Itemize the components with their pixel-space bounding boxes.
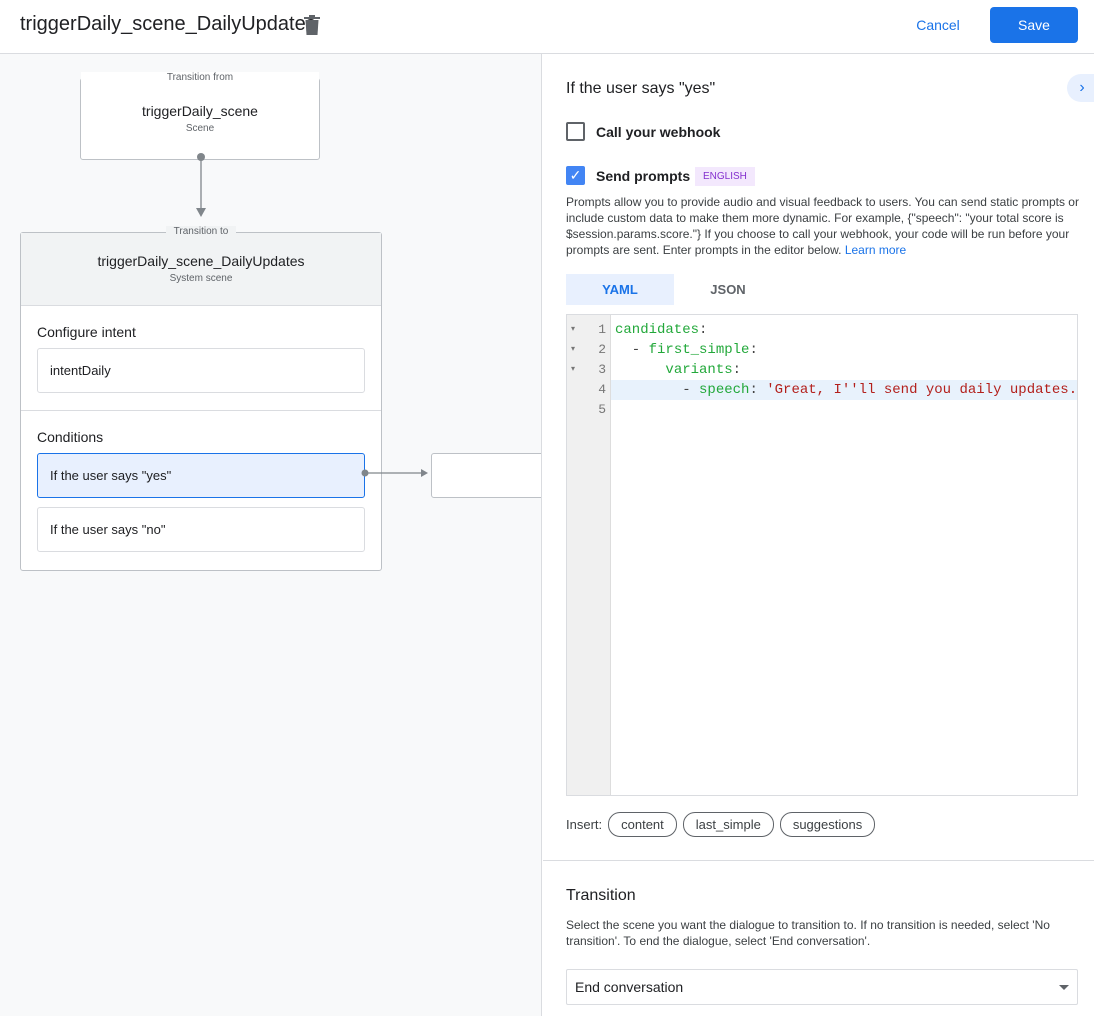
code-line xyxy=(611,400,1077,420)
code-rest: : xyxy=(749,342,758,358)
fold-icon[interactable]: ▾ xyxy=(571,325,576,334)
from-scene-subtitle: Scene xyxy=(185,123,215,134)
insert-label: Insert: xyxy=(566,817,603,832)
transition-description: Select the scene you want the dialogue t… xyxy=(566,918,1050,948)
transition-title: Transition xyxy=(566,887,636,904)
code-indent: - xyxy=(615,382,700,398)
chevron-right-icon: › xyxy=(1079,79,1085,96)
dropdown-arrow-icon xyxy=(1059,984,1069,990)
code-str: 'Great, I''ll send you daily updates. xyxy=(766,382,1078,398)
to-scene-title: triggerDaily_scene_DailyUpdates xyxy=(97,253,305,269)
code-key: speech xyxy=(699,382,750,398)
code-key: candidates xyxy=(615,322,700,338)
code-indent: - xyxy=(615,342,649,358)
code-line: candidates: xyxy=(611,320,1077,340)
cancel-button[interactable]: Cancel xyxy=(904,8,972,42)
condition-yes[interactable]: If the user says "yes" xyxy=(37,453,365,498)
line-number-text: 2 xyxy=(598,342,606,357)
condition-no[interactable]: If the user says "no" xyxy=(37,507,365,552)
code-key: variants xyxy=(665,362,733,378)
learn-more-link[interactable]: Learn more xyxy=(844,243,907,257)
transition-from-legend: Transition from xyxy=(158,72,242,83)
code-rest: : xyxy=(749,382,767,398)
condition-panel: › If the user says "yes" Call your webho… xyxy=(543,54,1094,1016)
send-prompts-checkbox[interactable]: ✓ xyxy=(566,166,585,185)
insert-chip-suggestions[interactable]: suggestions xyxy=(779,812,876,837)
transition-to-legend: Transition to xyxy=(165,226,237,237)
code-line: - first_simple: xyxy=(611,340,1077,360)
webhook-label: Call your webhook xyxy=(596,124,721,140)
transition-from-node[interactable]: Transition from triggerDaily_scene Scene xyxy=(80,72,320,160)
transition-arrow xyxy=(196,153,206,217)
line-number-text: 3 xyxy=(598,362,606,377)
trash-icon[interactable] xyxy=(304,15,320,35)
line-number-text: 4 xyxy=(598,382,606,397)
description-text: Prompts allow you to provide audio and v… xyxy=(566,195,1079,257)
line-number-text: 5 xyxy=(598,402,606,417)
check-icon: ✓ xyxy=(569,167,582,183)
code-line: variants: xyxy=(611,360,1077,380)
code-lines: candidates: - first_simple: variants: - … xyxy=(611,320,1077,420)
save-button[interactable]: Save xyxy=(990,7,1078,43)
from-scene-title: triggerDaily_scene xyxy=(142,103,258,119)
transition-to-node: Transition to triggerDaily_scene_DailyUp… xyxy=(20,226,382,571)
send-prompts-label: Send prompts xyxy=(596,168,691,184)
line-number: 4 xyxy=(567,380,610,400)
code-line: - speech: 'Great, I''ll send you daily u… xyxy=(611,380,1077,400)
tab-json[interactable]: JSON xyxy=(710,282,746,297)
line-number: ▾2 xyxy=(567,340,610,360)
target-scene-node[interactable] xyxy=(431,453,541,498)
prompts-description: Prompts allow you to provide audio and v… xyxy=(566,194,1081,258)
fold-icon[interactable]: ▾ xyxy=(571,365,576,374)
divider xyxy=(21,410,381,411)
insert-row: Insert: content last_simple suggestions xyxy=(566,812,876,837)
transition-select[interactable]: End conversation xyxy=(566,969,1078,1005)
line-number: ▾1 xyxy=(567,320,610,340)
code-key: first_simple xyxy=(648,342,750,358)
to-scene-subtitle: System scene xyxy=(169,273,233,284)
transition-selected-value: End conversation xyxy=(575,979,684,995)
page-title: triggerDaily_scene_DailyUpdates xyxy=(20,13,316,35)
header: triggerDaily_scene_DailyUpdates Cancel S… xyxy=(0,0,1094,54)
intent-field[interactable]: intentDaily xyxy=(37,348,365,393)
line-number: 5 xyxy=(567,400,610,420)
panel-title: If the user says "yes" xyxy=(566,80,716,97)
line-number-text: 1 xyxy=(598,322,606,337)
insert-chip-last-simple[interactable]: last_simple xyxy=(682,812,774,837)
insert-chip-content[interactable]: content xyxy=(608,812,677,837)
tab-yaml[interactable]: YAML xyxy=(566,274,674,305)
language-badge: ENGLISH xyxy=(695,167,755,186)
code-rest: : xyxy=(699,322,708,338)
configure-intent-label: Configure intent xyxy=(37,324,136,340)
condition-arrow xyxy=(361,469,428,477)
divider xyxy=(543,860,1094,861)
line-number: ▾3 xyxy=(567,360,610,380)
conditions-label: Conditions xyxy=(37,429,104,445)
scene-canvas: Transition from triggerDaily_scene Scene… xyxy=(0,54,542,1016)
code-rest: : xyxy=(732,362,742,378)
fold-icon[interactable]: ▾ xyxy=(571,345,576,354)
webhook-checkbox[interactable] xyxy=(566,122,585,141)
collapse-panel-button[interactable]: › xyxy=(1067,74,1094,102)
code-indent xyxy=(615,362,665,378)
